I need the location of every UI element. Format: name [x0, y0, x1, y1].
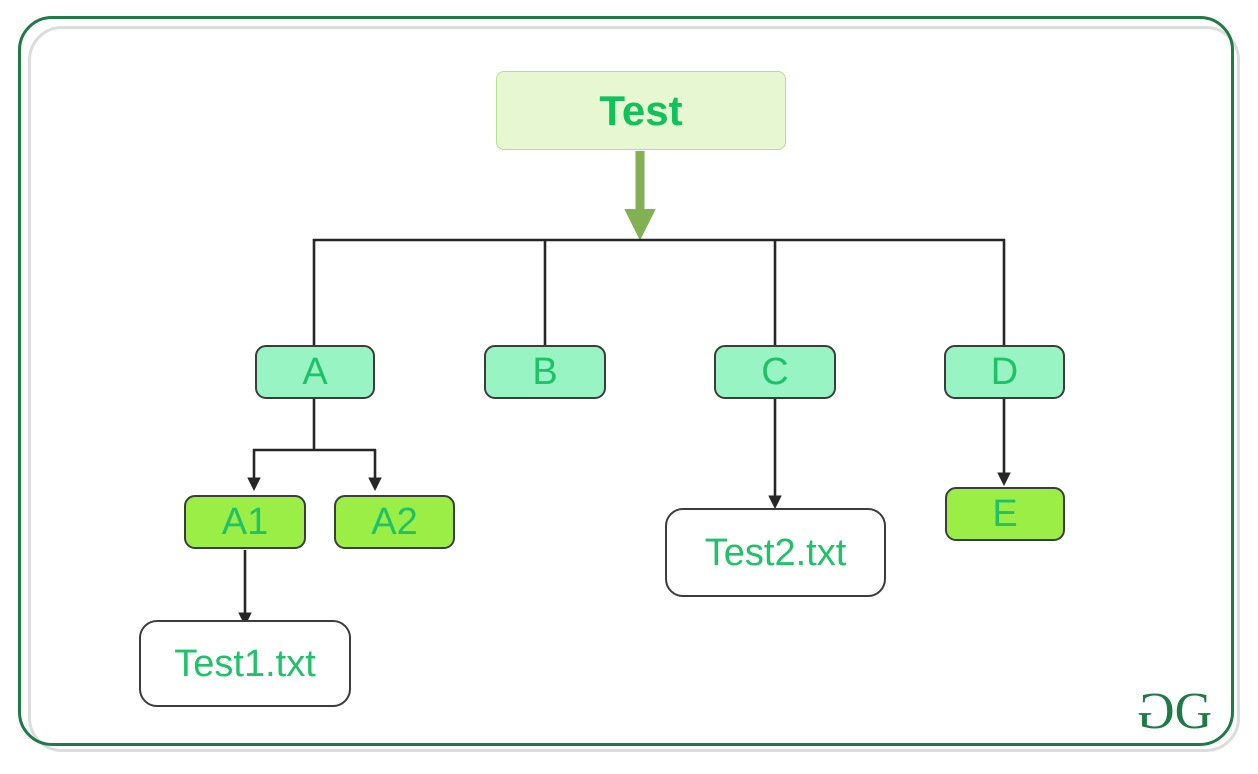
node-file-test2[interactable]: Test2.txt — [665, 508, 886, 597]
node-dir-a[interactable]: A — [255, 345, 375, 399]
node-label: A — [302, 351, 328, 393]
node-label: E — [992, 493, 1018, 535]
node-dir-c[interactable]: C — [714, 345, 836, 399]
node-dir-b[interactable]: B — [484, 345, 606, 399]
node-label: B — [532, 351, 558, 393]
node-file-test1[interactable]: Test1.txt — [139, 620, 351, 707]
node-label: C — [761, 351, 789, 393]
node-label: Test2.txt — [704, 531, 847, 574]
node-label: Test1.txt — [174, 642, 316, 685]
node-root-test[interactable]: Test — [496, 71, 786, 150]
node-label: A2 — [371, 501, 418, 543]
node-sub-e[interactable]: E — [945, 487, 1065, 541]
node-label: Test — [599, 86, 683, 134]
node-sub-a1[interactable]: A1 — [184, 495, 306, 549]
frame-outer-border — [18, 16, 1234, 746]
logo-mark-left: G — [1139, 683, 1175, 740]
logo-mark-right: G — [1174, 683, 1213, 740]
frame-shadow-border — [28, 26, 1240, 752]
geeksforgeeks-logo: GG — [1139, 683, 1239, 740]
node-label: D — [990, 351, 1019, 393]
node-label: A1 — [221, 501, 269, 543]
node-sub-a2[interactable]: A2 — [334, 495, 455, 549]
node-dir-d[interactable]: D — [944, 345, 1065, 399]
